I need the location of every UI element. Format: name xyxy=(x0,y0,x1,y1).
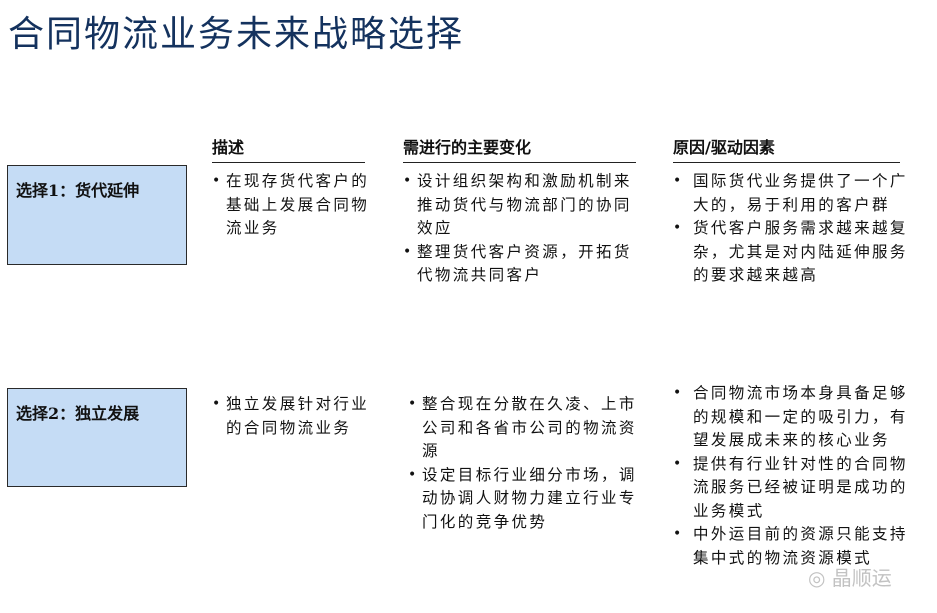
option-1-description-list: 在现存货代客户的基础上发展合同物流业务 xyxy=(212,170,372,241)
column-header-changes: 需进行的主要变化 xyxy=(403,138,636,163)
option-2-change-item: 设定目标行业细分市场，调动协调人财物力建立行业专门化的竞争优势 xyxy=(408,464,644,535)
option-2-driver-item: 合同物流市场本身具备足够的规模和一定的吸引力，有望发展成未来的核心业务 xyxy=(673,382,918,453)
option-2-changes-list: 整合现在分散在久凌、上市公司和各省市公司的物流资源 设定目标行业细分市场，调动协… xyxy=(408,393,644,534)
option-1-box: 选择1：货代延伸 xyxy=(7,165,187,265)
option-1-description-item: 在现存货代客户的基础上发展合同物流业务 xyxy=(212,170,372,241)
option-1-drivers-list: 国际货代业务提供了一个广大的，易于利用的客户群 货代客户服务需求越来越复杂，尤其… xyxy=(673,170,913,288)
option-2-box: 选择2：独立发展 xyxy=(7,388,187,487)
option-2-change-item: 整合现在分散在久凌、上市公司和各省市公司的物流资源 xyxy=(408,393,644,464)
page-title: 合同物流业务未来战略选择 xyxy=(8,14,465,55)
watermark: ◎ 晶顺运 xyxy=(808,566,892,590)
option-2-description-item: 独立发展针对行业的合同物流业务 xyxy=(212,393,372,440)
option-2-drivers-list: 合同物流市场本身具备足够的规模和一定的吸引力，有望发展成未来的核心业务 提供有行… xyxy=(673,382,918,570)
option-2-driver-item: 中外运目前的资源只能支持集中式的物流资源模式 xyxy=(673,523,918,570)
option-2-description-list: 独立发展针对行业的合同物流业务 xyxy=(212,393,372,440)
column-header-drivers: 原因/驱动因素 xyxy=(673,138,900,163)
option-1-driver-item: 货代客户服务需求越来越复杂，尤其是对内陆延伸服务的要求越来越高 xyxy=(673,217,913,288)
option-1-driver-item: 国际货代业务提供了一个广大的，易于利用的客户群 xyxy=(673,170,913,217)
option-2-label: 选择2：独立发展 xyxy=(16,404,140,423)
option-1-change-item: 设计组织架构和激励机制来推动货代与物流部门的协同效应 xyxy=(403,170,639,241)
column-header-description: 描述 xyxy=(212,138,365,163)
option-1-label: 选择1：货代延伸 xyxy=(16,181,140,200)
option-1-change-item: 整理货代客户资源，开拓货代物流共同客户 xyxy=(403,241,639,288)
option-1-changes-list: 设计组织架构和激励机制来推动货代与物流部门的协同效应 整理货代客户资源，开拓货代… xyxy=(403,170,639,288)
option-2-driver-item: 提供有行业针对性的合同物流服务已经被证明是成功的业务模式 xyxy=(673,453,918,524)
